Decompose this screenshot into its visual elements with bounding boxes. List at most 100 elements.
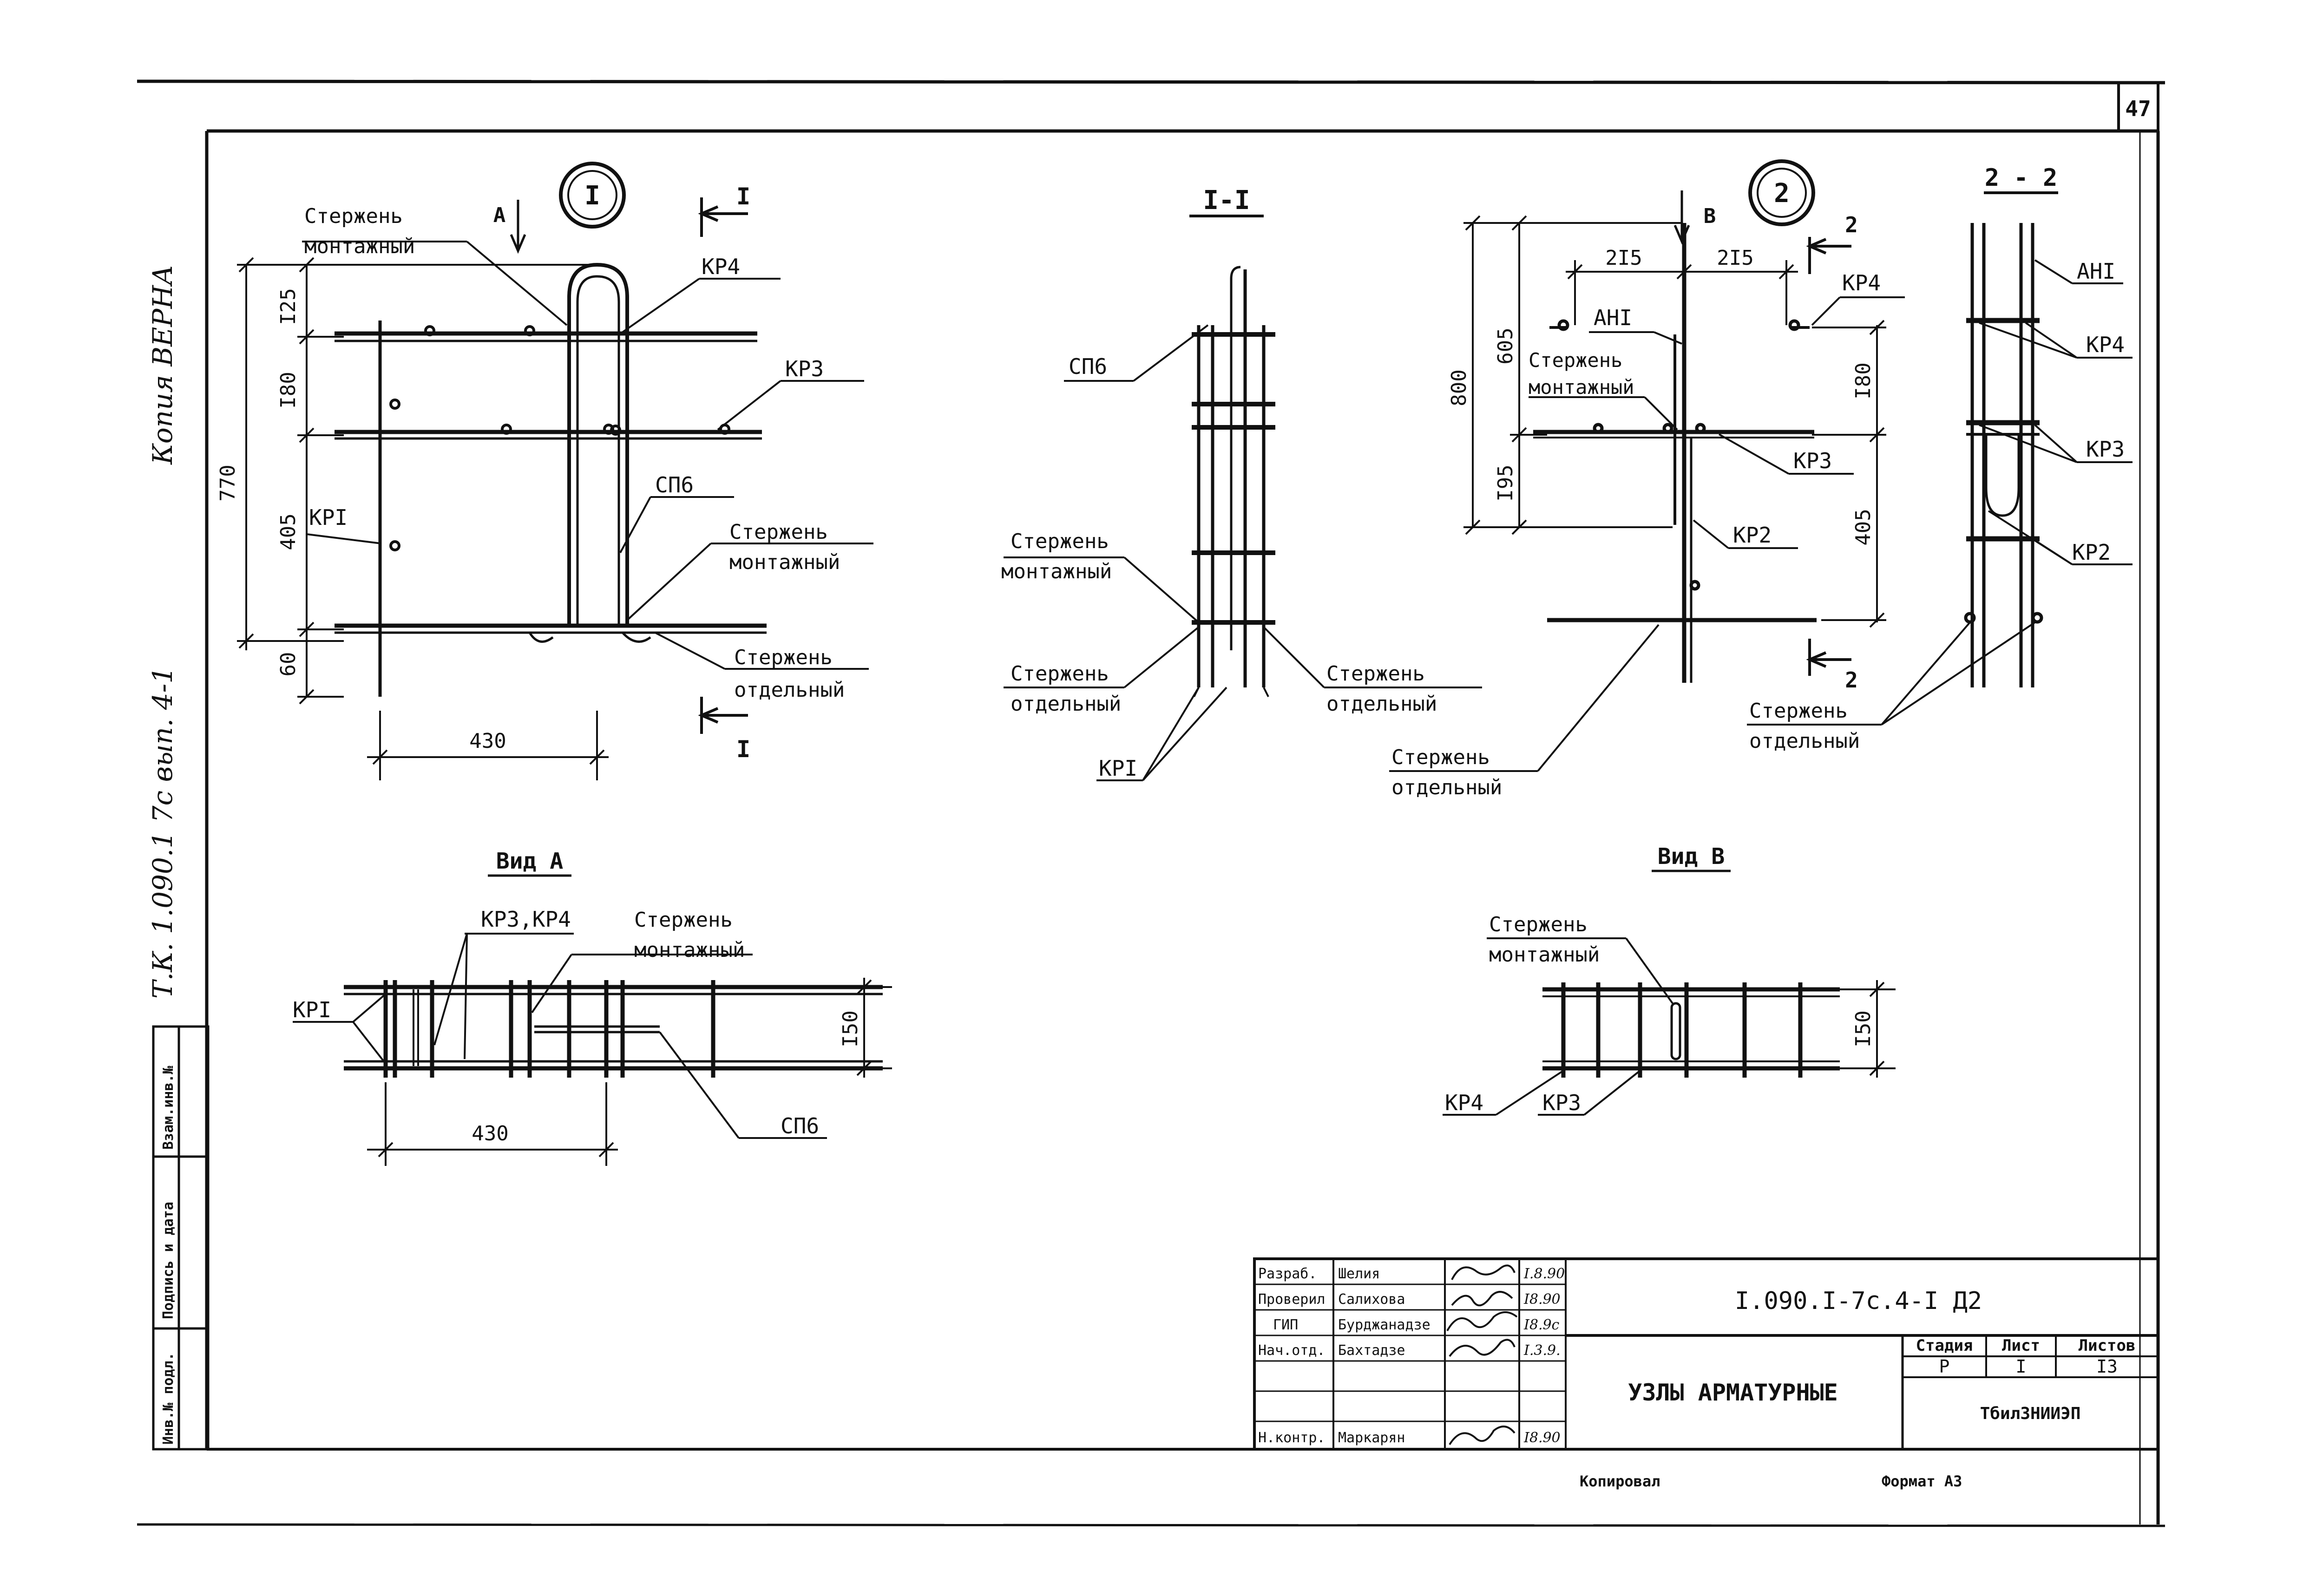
node1-label-rod-mount-1: Стержень [304,204,403,228]
tb-date-1: I8.90 [1523,1291,1561,1308]
node1-view-arrow [510,200,526,254]
tb-sheets-label: Листов [2079,1336,2136,1355]
node2-label-rod-sep-1: Стержень [1391,746,1490,769]
section11-drawing [1192,266,1275,697]
viewA-dim-430: 430 [472,1122,508,1145]
viewB-title: Вид В [1658,844,1725,870]
title-block-grid [1253,1257,2159,1451]
node1-section-top: I [736,183,750,210]
tb-sheets: I3 [2096,1356,2118,1377]
side-table-sign: Подпись и дата [160,1202,177,1319]
node2-dim-180: I80 [1851,362,1875,399]
viewB-label-kp3: КР3 [1542,1090,1581,1115]
node1-label-rod-mount2-2: монтажный [729,550,840,574]
node2-arrow-letter: B [1704,204,1716,228]
section22-label-kp2: КР2 [2072,540,2111,565]
node1-label-rod-sep-2: отдельный [734,678,845,702]
section22-leaders [1747,259,2133,726]
node1-dim-770: 770 [216,464,240,501]
tb-date-6: I8.90 [1523,1430,1561,1446]
viewB-drawing [1542,982,1840,1078]
node1-dim-405: 405 [276,513,300,550]
side-note-series: Т.К. 1.090.1 7с вып. 4-1 [147,667,178,999]
node1-label-kp3: КР3 [785,356,824,381]
tb-code: I.090.I-7с.4-I Д2 [1735,1287,1982,1315]
node2-label-kp4: КР4 [1842,270,1881,295]
tb-role-2: ГИП [1273,1317,1298,1333]
node2-leaders [1389,296,1905,772]
section11-label-kp1: КРI [1099,756,1137,781]
node1-marker: I [584,181,600,211]
tb-date-0: I.8.90 [1523,1266,1565,1282]
node1-dim-430: 430 [469,729,506,753]
node1-marker-circle [559,162,626,229]
section11-title: I-I [1203,185,1250,216]
node1-dim-180: I80 [276,372,300,408]
node2-dim-800: 800 [1447,369,1471,406]
side-table-replace: Взам.инв.№ [160,1065,177,1150]
tb-copied: Копировал [1580,1472,1660,1490]
tb-date-3: I.3.9. [1523,1342,1561,1359]
node2-label-kp3: КР3 [1793,448,1832,473]
section11-label-sp6: СП6 [1069,354,1107,379]
viewB-label-rod-mount-1: Стержень [1489,913,1588,936]
tb-date-2: I8.9с [1523,1317,1560,1333]
tb-name-0: Шелия [1338,1266,1380,1282]
tb-role-3: Нач.отд. [1258,1342,1326,1359]
node1-label-rod-mount-2: монтажный [304,235,415,258]
tb-role-0: Разраб. [1258,1266,1317,1282]
viewA-label-kp34: КР3,КР4 [481,907,571,932]
node1-drawing [335,262,767,697]
node2-section-bottom: 2 [1845,667,1858,693]
section11-leaders [1004,324,1482,781]
signatures [1446,1264,1518,1446]
tb-sheet: I [2016,1356,2027,1377]
node2-dim-405: 405 [1851,509,1875,545]
viewA-drawing [344,980,883,1078]
tb-role-6: Н.контр. [1258,1430,1326,1446]
section11-label-rod-mount-1: Стержень [1011,530,1109,553]
section22-label-rod-sep-2: отдельный [1749,729,1860,753]
tb-sheet-label: Лист [2002,1336,2040,1355]
tb-stage-label: Стадия [1916,1336,1973,1355]
section11-label-rod-sep-left-1: Стержень [1011,662,1109,686]
node1-dim-125: I25 [276,288,300,325]
node1-label-sp6: СП6 [655,472,694,497]
node1-section-bottom: I [736,736,750,763]
tb-title: УЗЛЫ АРМАТУРНЫЕ [1628,1379,1838,1406]
node2-label-rod-mount-1: Стержень [1529,349,1622,372]
section22-label-kp3: КР3 [2086,437,2125,462]
node1-leaders [302,241,873,670]
node2-marker-circle [1748,159,1815,226]
section11-label-rod-sep-right-2: отдельный [1326,692,1437,716]
node2-label-rod-mount-2: монтажный [1529,376,1634,399]
viewA-dimensions [367,978,892,1166]
node2-drawing [1533,223,1817,683]
node1-label-kp4: КР4 [702,254,740,279]
node2-label-kp2: КР2 [1733,523,1772,548]
section22-label-kp4: КР4 [2086,332,2125,357]
viewA-title: Вид А [496,848,564,874]
side-table [152,1025,210,1451]
viewA-label-rod-mount-1: Стержень [634,908,733,932]
node1-section-marks [698,197,748,734]
section11-label-rod-mount-2: монтажный [1001,560,1112,583]
section22-label-ahi: АНI [2077,259,2115,284]
viewA-label-rod-mount-2: монтажный [634,938,745,962]
viewB-label-kp4: КР4 [1445,1090,1483,1115]
viewA-label-sp6: СП6 [781,1113,819,1138]
viewA-dim-150: I50 [839,1010,862,1047]
side-note-copy: Копия ВЕРНА [147,265,178,465]
viewB-label-rod-mount-2: монтажный [1489,943,1600,967]
tb-role-1: Проверил [1258,1291,1326,1308]
section11-label-rod-sep-left-2: отдельный [1011,692,1121,716]
tb-name-2: Бурджанадзе [1338,1317,1431,1333]
tb-name-3: Бахтадзе [1338,1342,1405,1359]
node1-label-rod-mount2-1: Стержень [729,520,828,544]
node1-dim-60: 60 [276,652,300,677]
node1-arrow-letter: A [493,203,506,227]
node2-section-marks [1806,237,1851,676]
section22-title: 2 - 2 [1985,164,2058,192]
tb-stage: Р [1939,1356,1950,1377]
